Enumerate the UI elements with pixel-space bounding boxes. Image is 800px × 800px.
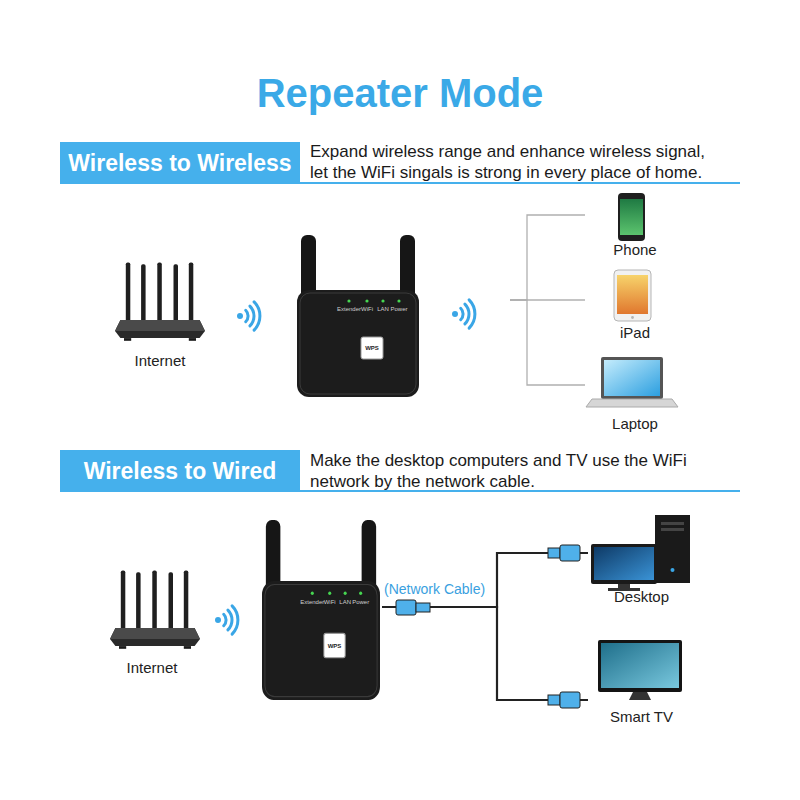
band-heading: Wireless to Wired	[60, 458, 300, 484]
laptop-illustration	[601, 357, 663, 399]
led-label: Power	[347, 599, 375, 606]
wifi-signal	[452, 300, 475, 328]
tablet-button	[631, 316, 634, 319]
phone-screen	[620, 199, 643, 235]
section-band: Wireless to Wireless	[60, 142, 300, 184]
tv-screen	[601, 643, 679, 688]
network-cable	[382, 607, 588, 700]
tv-device: Smart TV	[588, 636, 695, 728]
laptop-device: Laptop	[585, 352, 685, 434]
network-cable	[382, 553, 588, 607]
cable-plug	[396, 600, 416, 615]
phone-illustration	[618, 193, 645, 241]
bracket-line	[420, 299, 585, 300]
wifi-signal	[215, 606, 238, 634]
wifi-signal	[237, 302, 260, 330]
cable-plug-head	[560, 692, 580, 708]
cable-plug-head	[560, 545, 580, 561]
repeater-illustration	[262, 520, 380, 700]
tv-stand	[629, 692, 651, 700]
section-description: Make the desktop computers and TV use th…	[310, 450, 720, 492]
led-label: Power	[385, 306, 413, 313]
device-label: Laptop	[585, 415, 685, 433]
repeater-illustration	[297, 235, 419, 397]
router-device: Internet	[100, 566, 204, 680]
bracket-line	[420, 300, 585, 385]
section-band: Wireless to Wired	[60, 450, 300, 492]
cable-label: (Network Cable)	[384, 581, 504, 598]
router-device: Internet	[108, 258, 212, 373]
device-label: Desktop	[588, 588, 695, 606]
cable-plug-head	[416, 603, 430, 612]
repeater-device: ExtenderWiFiLANPowerWPS	[258, 517, 382, 702]
tablet-screen	[617, 275, 648, 314]
led-label: Extender	[335, 306, 363, 313]
cable-plug	[548, 695, 560, 705]
desktop-monitor	[591, 544, 657, 584]
repeater-device: ExtenderWiFiLANPowerWPS	[295, 232, 420, 398]
bracket-line	[420, 215, 585, 300]
monitor-stand	[618, 584, 630, 588]
phone-device: Phone	[585, 188, 685, 262]
cable-plug	[548, 548, 560, 558]
device-label: Internet	[100, 659, 204, 677]
tablet-illustration	[614, 270, 651, 321]
router-illustration	[110, 571, 200, 649]
router-illustration	[115, 263, 205, 341]
band-heading: Wireless to Wireless	[60, 150, 300, 176]
desktop-device: Desktop	[588, 512, 695, 610]
desktop-screen	[594, 547, 654, 580]
led-label: Extender	[298, 599, 326, 606]
tower-power	[671, 568, 675, 572]
diagram-title: Repeater Mode	[0, 73, 800, 113]
tower-slot	[661, 528, 684, 531]
button-label: WPS	[361, 344, 383, 352]
button-label: WPS	[324, 642, 346, 650]
device-label: iPad	[585, 324, 685, 342]
laptop-base	[586, 399, 678, 407]
tower-slot	[661, 522, 684, 525]
tablet-device: iPad	[585, 265, 685, 343]
device-label: Internet	[108, 352, 212, 370]
desktop-tower	[655, 515, 690, 583]
laptop-screen	[604, 360, 660, 396]
section-description: Expand wireless range and enhance wirele…	[310, 141, 720, 183]
device-label: Smart TV	[588, 708, 695, 726]
tv-illustration	[598, 640, 682, 692]
led-label: WiFi	[353, 306, 381, 313]
device-label: Phone	[585, 241, 685, 259]
